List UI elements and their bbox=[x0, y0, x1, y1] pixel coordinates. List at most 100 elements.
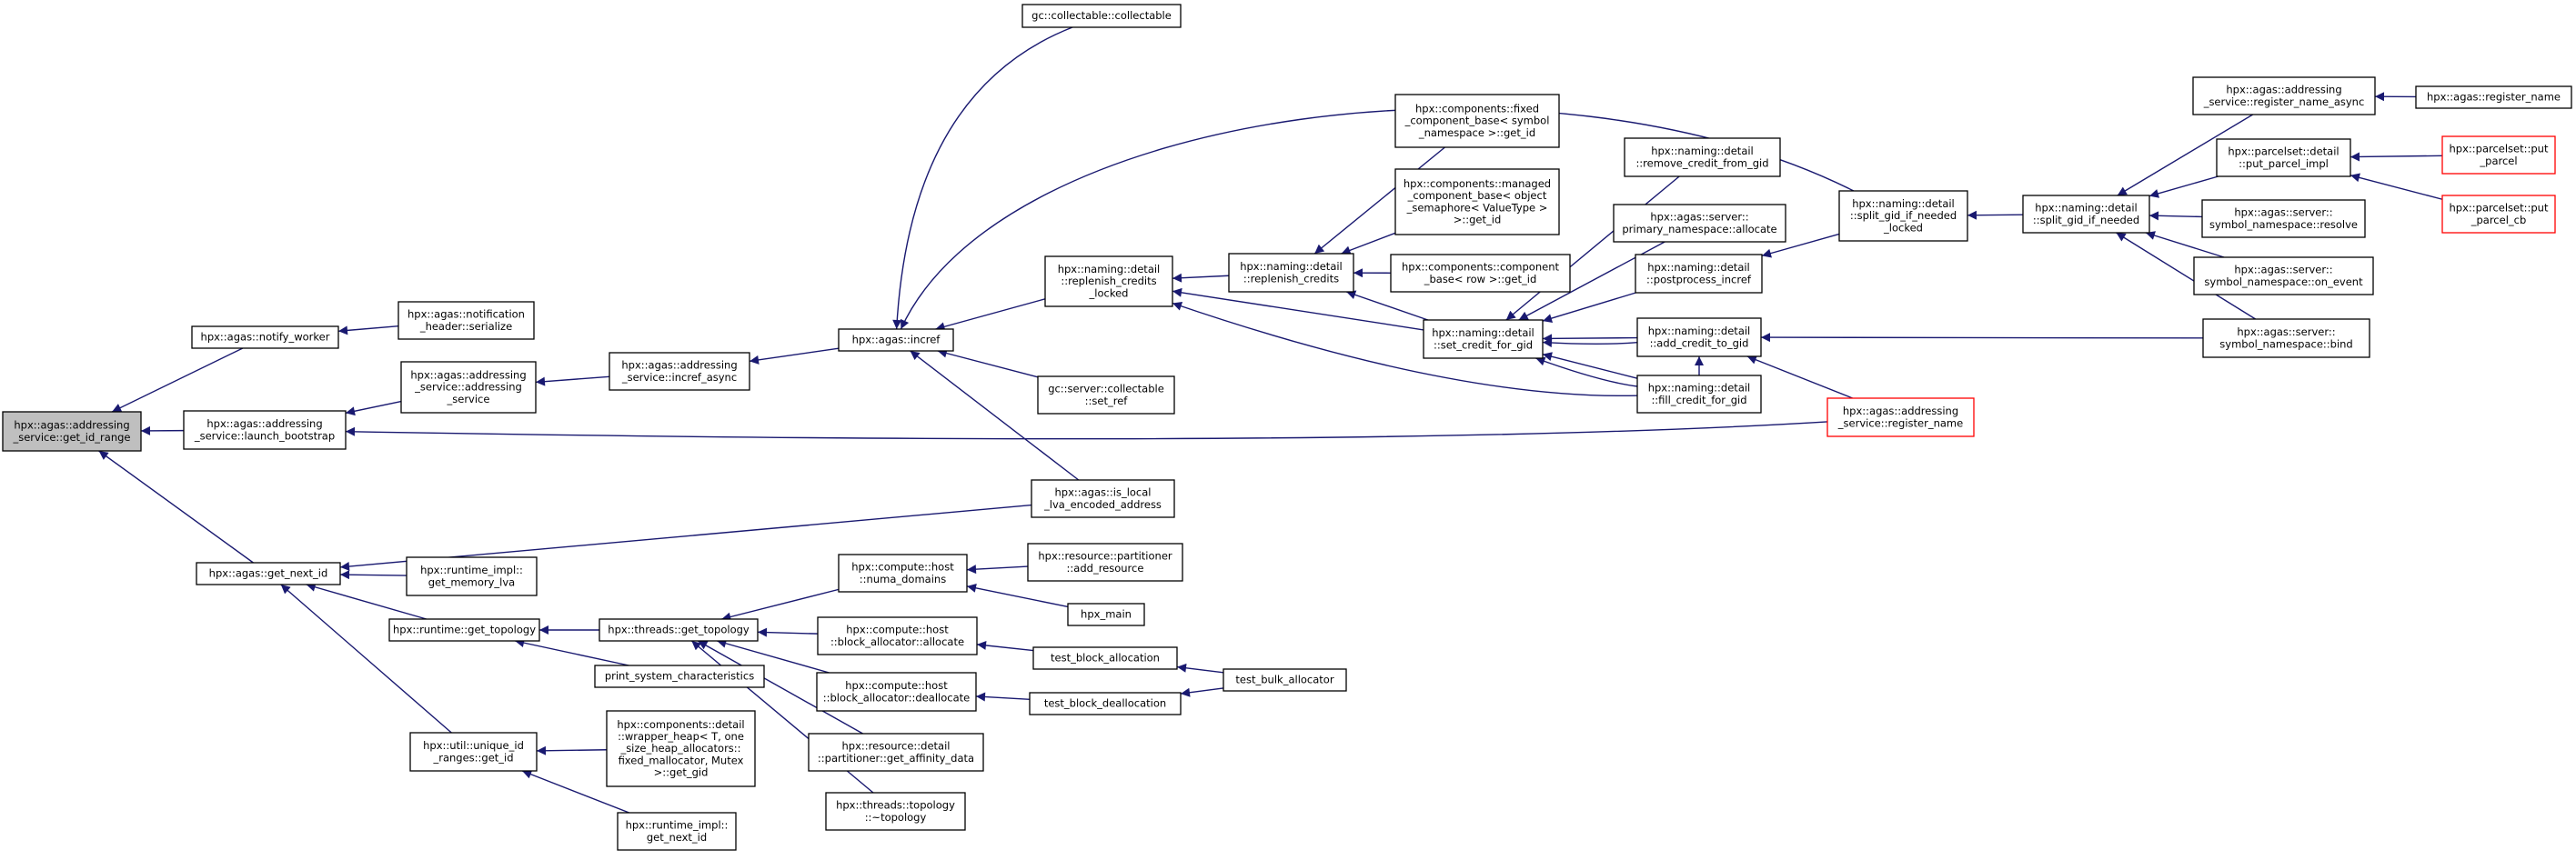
node-incref[interactable]: hpx::agas::incref bbox=[839, 329, 953, 351]
node-rt-get-memory-lva[interactable]: hpx::runtime_impl::get_memory_lva bbox=[407, 557, 537, 595]
edge-symns_bind-to-add_credit bbox=[1761, 337, 2203, 338]
node-label-line: hpx::naming::detail bbox=[1651, 145, 1754, 157]
node-runtime-get-topology[interactable]: hpx::runtime::get_topology bbox=[389, 619, 539, 641]
node-put-parcel[interactable]: hpx::parcelset::put_parcel bbox=[2442, 136, 2555, 174]
node-symns-resolve[interactable]: hpx::agas::server::symbol_namespace::res… bbox=[2202, 200, 2365, 237]
node-managed-comp[interactable]: hpx::components::managed_component_base<… bbox=[1395, 169, 1559, 235]
node-label-line: ::add_resource bbox=[1067, 562, 1144, 575]
node-label-line: symbol_namespace::resolve bbox=[2209, 218, 2358, 231]
node-is-local-lva[interactable]: hpx::agas::is_local_lva_encoded_address bbox=[1031, 480, 1174, 517]
node-label-line: hpx::util::unique_id bbox=[423, 739, 524, 752]
node-launch-bootstrap[interactable]: hpx::agas::addressing_service::launch_bo… bbox=[184, 411, 346, 449]
edge-put_parcel_impl-to-split_gid bbox=[2149, 176, 2219, 196]
node-unique-id-get-id[interactable]: hpx::util::unique_id_ranges::get_id bbox=[410, 733, 537, 771]
node-test-block-allocation[interactable]: test_block_allocation bbox=[1033, 647, 1177, 669]
node-label-line: ::add_credit_to_gid bbox=[1650, 336, 1749, 349]
node-reg-name-async[interactable]: hpx::agas::addressing_service::register_… bbox=[2193, 77, 2375, 115]
node-threads-get-topology[interactable]: hpx::threads::get_topology bbox=[599, 619, 758, 641]
node-label-line: hpx::naming::detail bbox=[1647, 261, 1750, 274]
edge-notif_serialize-to-notify_worker bbox=[338, 326, 398, 332]
node-label-line: hpx::components::fixed bbox=[1415, 102, 1539, 115]
node-put-parcel-impl[interactable]: hpx::parcelset::detail::put_parcel_impl bbox=[2217, 139, 2350, 176]
node-replenish-credits[interactable]: hpx::naming::detail::replenish_credits bbox=[1229, 254, 1353, 292]
edge-test_bulk_allocator-to-test_block_deallocation bbox=[1181, 688, 1223, 694]
node-label-line: ::replenish_credits bbox=[1061, 275, 1156, 287]
node-label-line: hpx::parcelset::put bbox=[2450, 143, 2549, 155]
node-label-line: hpx::naming::detail bbox=[1432, 326, 1535, 339]
node-label-line: hpx::compute::host bbox=[846, 624, 949, 636]
node-label-line: hpx::agas::server:: bbox=[2234, 264, 2332, 276]
node-notif-serialize[interactable]: hpx::agas::notification_header::serializ… bbox=[398, 302, 534, 339]
node-addr-service[interactable]: hpx::agas::addressing_service::addressin… bbox=[401, 362, 536, 413]
edge-unique_id_get_id-to-get_next_id bbox=[281, 585, 452, 733]
node-add-resource[interactable]: hpx::resource::partitioner::add_resource bbox=[1028, 544, 1182, 581]
node-label-line: hpx::resource::detail bbox=[842, 740, 951, 753]
node-register-name[interactable]: hpx::agas::addressing_service::register_… bbox=[1827, 398, 1974, 436]
node-label-line: _service::launch_bootstrap bbox=[194, 429, 335, 442]
node-block-allocate[interactable]: hpx::compute::host::block_allocator::all… bbox=[818, 617, 977, 655]
node-test-bulk-allocator[interactable]: test_bulk_allocator bbox=[1223, 669, 1346, 691]
node-label-line: hpx::runtime_impl:: bbox=[420, 564, 523, 576]
node-label-line: test_block_deallocation bbox=[1044, 697, 1166, 710]
edge-test_block_allocation-to-block_allocate bbox=[977, 645, 1033, 651]
node-set-credit[interactable]: hpx::naming::detail::set_credit_for_gid bbox=[1424, 320, 1543, 358]
node-replenish-locked[interactable]: hpx::naming::detail::replenish_credits_l… bbox=[1045, 256, 1172, 306]
node-label-line: hpx::agas::server:: bbox=[1650, 211, 1748, 224]
node-remove-credit[interactable]: hpx::naming::detail::remove_credit_from_… bbox=[1625, 138, 1780, 176]
node-test-block-deallocation[interactable]: test_block_deallocation bbox=[1030, 693, 1181, 715]
node-comp-base-row[interactable]: hpx::components::component_base< row >::… bbox=[1391, 255, 1570, 292]
node-label-line: _service::incref_async bbox=[621, 371, 737, 384]
node-split-gid[interactable]: hpx::naming::detail::split_gid_if_needed bbox=[2023, 195, 2149, 233]
node-put-parcel-cb[interactable]: hpx::parcelset::put_parcel_cb bbox=[2442, 195, 2555, 233]
node-label-line: _size_heap_allocators:: bbox=[619, 742, 740, 755]
node-label-line: primary_namespace::allocate bbox=[1622, 223, 1776, 235]
node-add-credit[interactable]: hpx::naming::detail::add_credit_to_gid bbox=[1637, 318, 1761, 356]
node-wrapper-heap[interactable]: hpx::components::detail::wrapper_heap< T… bbox=[607, 711, 755, 786]
node-label-line: hpx::agas::incref bbox=[852, 334, 941, 346]
edge-replenish_credits-to-replenish_locked bbox=[1172, 275, 1229, 278]
node-label-line: _component_base< object bbox=[1407, 189, 1547, 202]
node-symns-on-event[interactable]: hpx::agas::server::symbol_namespace::on_… bbox=[2194, 257, 2373, 295]
node-topology-dtor[interactable]: hpx::threads::topology::~topology bbox=[826, 793, 965, 830]
node-primary-alloc[interactable]: hpx::agas::server::primary_namespace::al… bbox=[1614, 205, 1786, 242]
node-fill-credit[interactable]: hpx::naming::detail::fill_credit_for_gid bbox=[1637, 375, 1761, 413]
node-gc-collectable[interactable]: gc::collectable::collectable bbox=[1022, 5, 1181, 27]
edge-set_credit-to-replenish_locked bbox=[1172, 291, 1424, 330]
edge-fill_credit-to-set_credit bbox=[1535, 358, 1637, 386]
node-label-line: hpx::agas::notification bbox=[408, 308, 525, 321]
node-numa-domains[interactable]: hpx::compute::host::numa_domains bbox=[839, 555, 967, 592]
node-label-line: hpx::components::component bbox=[1402, 261, 1559, 274]
node-fixed-comp[interactable]: hpx::components::fixed_component_base< s… bbox=[1395, 95, 1559, 147]
node-root[interactable]: hpx::agas::addressing_service::get_id_ra… bbox=[3, 412, 141, 451]
node-label-line: ::fill_credit_for_gid bbox=[1651, 394, 1746, 406]
node-symns-bind[interactable]: hpx::agas::server::symbol_namespace::bin… bbox=[2203, 319, 2370, 357]
node-label-line: hpx::naming::detail bbox=[1648, 325, 1751, 337]
edge-incref-to-incref_async bbox=[750, 348, 839, 361]
edge-notify_worker-to-root bbox=[112, 348, 243, 412]
node-block-deallocate[interactable]: hpx::compute::host::block_allocator::dea… bbox=[817, 673, 976, 711]
node-affinity-data[interactable]: hpx::resource::detail::partitioner::get_… bbox=[809, 734, 983, 771]
node-label-line: _base< row >::get_id bbox=[1424, 273, 1537, 285]
node-notify-worker[interactable]: hpx::agas::notify_worker bbox=[192, 326, 338, 348]
node-label-line: _semaphore< ValueType > bbox=[1406, 201, 1548, 214]
node-rt-get-next-id[interactable]: hpx::runtime_impl::get_next_id bbox=[618, 813, 736, 850]
edge-is_local_lva-to-incref bbox=[911, 351, 1079, 480]
edge-postprocess_incref-to-set_credit bbox=[1543, 293, 1635, 321]
node-agas-register-name[interactable]: hpx::agas::register_name bbox=[2416, 86, 2571, 108]
node-print-sys[interactable]: print_system_characteristics bbox=[595, 665, 764, 687]
node-set-ref[interactable]: gc::server::collectable::set_ref bbox=[1038, 376, 1174, 414]
edge-incref_async-to-addr_service bbox=[536, 376, 609, 382]
node-hpx-main[interactable]: hpx_main bbox=[1068, 604, 1144, 625]
node-postprocess-incref[interactable]: hpx::naming::detail::postprocess_incref bbox=[1635, 255, 1762, 293]
node-label-line: test_bulk_allocator bbox=[1235, 674, 1333, 686]
edge-test_block_deallocation-to-block_deallocate bbox=[976, 696, 1030, 699]
edge-add_resource-to-numa_domains bbox=[967, 566, 1028, 570]
node-incref-async[interactable]: hpx::agas::addressing_service::incref_as… bbox=[609, 353, 750, 390]
edge-add_credit-to-set_credit bbox=[1543, 343, 1637, 345]
node-label-line: gc::collectable::collectable bbox=[1031, 9, 1172, 22]
node-split-locked[interactable]: hpx::naming::detail::split_gid_if_needed… bbox=[1839, 191, 1967, 241]
node-get-next-id[interactable]: hpx::agas::get_next_id bbox=[196, 563, 340, 585]
node-label-line: _service bbox=[447, 393, 490, 405]
edge-block_allocate-to-threads_get_topology bbox=[758, 632, 818, 634]
